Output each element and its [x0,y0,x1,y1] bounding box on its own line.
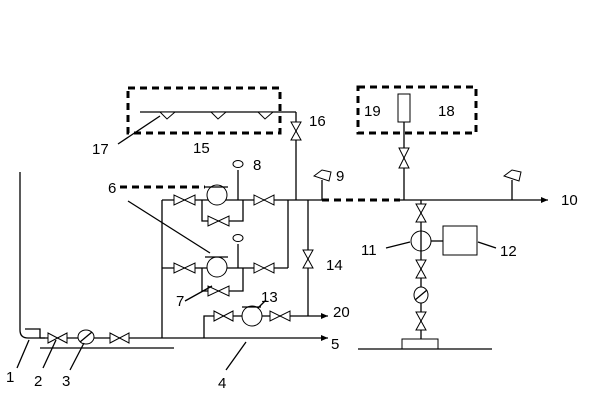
gauge-right [502,169,522,200]
label-16: 16 [309,113,326,130]
label-14: 14 [326,257,343,274]
pointer-6 [127,200,211,254]
valve-2 [47,332,68,344]
label-13: 13 [261,289,278,306]
label-11: 11 [361,242,377,259]
meter-3 [77,329,95,345]
riser-16 [290,112,302,200]
box-18 [356,85,478,200]
label-4: 4 [218,375,226,392]
sprinkler-box-15 [117,86,296,145]
line-20 [203,299,328,338]
gauge-9 [312,169,332,200]
label-12: 12 [500,243,517,260]
label-1: 1 [6,369,14,386]
label-20: 20 [333,304,350,321]
label-2: 2 [34,373,42,390]
label-5: 5 [331,336,339,353]
pump-branch-upper [120,160,300,227]
label-17: 17 [92,141,109,158]
line-14-20 [302,200,314,316]
tank-inlet [19,172,45,339]
label-7: 7 [176,293,184,310]
label-10: 10 [561,192,578,209]
label-15: 15 [193,140,210,157]
label-6: 6 [108,180,116,197]
pump-branch-lower [162,200,289,297]
pointer-7 [184,285,213,302]
branch-11-12 [358,200,492,350]
leader-lines [16,241,497,371]
label-3: 3 [62,373,70,390]
label-8: 8 [253,157,261,174]
label-9: 9 [336,168,344,185]
label-18: 18 [438,103,455,120]
inlet-valve [109,332,130,344]
label-19: 19 [364,103,381,120]
